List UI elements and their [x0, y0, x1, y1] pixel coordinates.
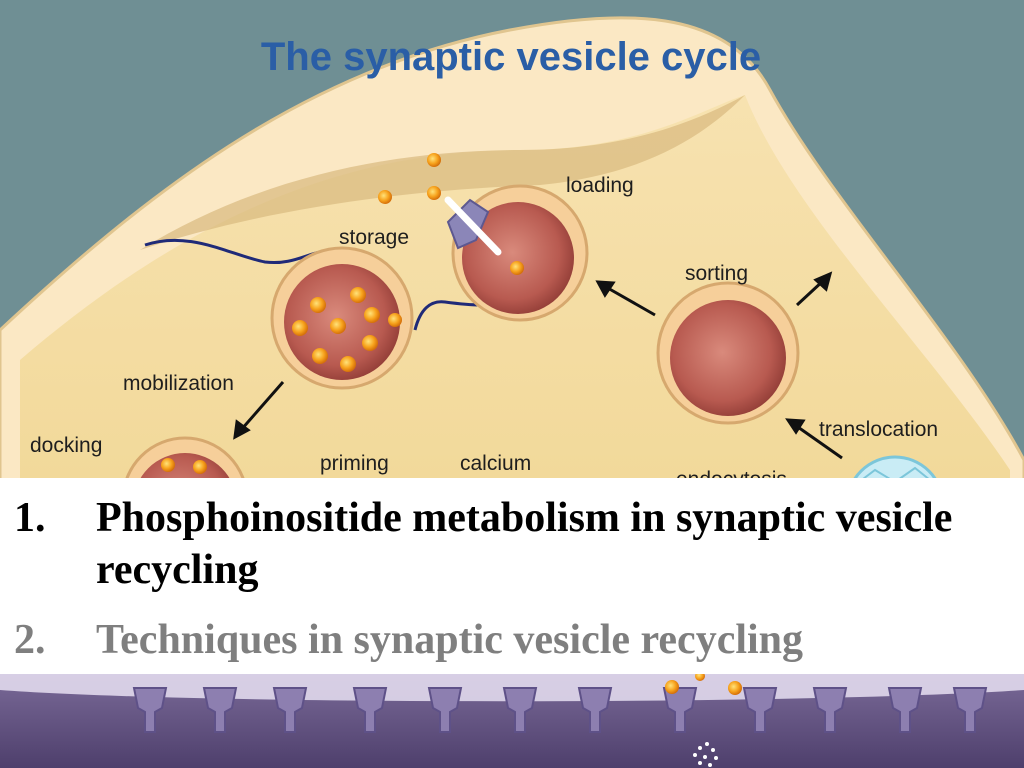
receptor	[577, 687, 613, 733]
label-mobilization: mobilization	[123, 372, 234, 395]
transmitter-dot	[312, 348, 328, 364]
outline-item-number: 1.	[14, 495, 46, 541]
outline-panel	[0, 478, 1024, 674]
transmitter-dot	[330, 318, 346, 334]
storage-vesicle	[270, 246, 414, 390]
transmitter-dot	[728, 681, 742, 695]
loading-vesicle	[444, 184, 589, 322]
transmitter-dot	[350, 287, 366, 303]
receptor	[952, 687, 988, 733]
receptor	[742, 687, 778, 733]
arrow-mobilization	[239, 381, 285, 431]
actin-strand-left	[144, 238, 321, 265]
label-loading: loading	[566, 174, 634, 197]
receptor	[502, 687, 538, 733]
transmitter-dot	[362, 335, 378, 351]
outline-item-text: Techniques in synaptic vesicle recycling	[96, 617, 804, 663]
receptor	[662, 687, 698, 733]
outline-item-text: Phosphoinositide metabolism in synaptic …	[96, 495, 953, 593]
transmitter-dot	[364, 307, 380, 323]
label-docking: docking	[30, 434, 102, 457]
receptor	[812, 687, 848, 733]
transmitter-dot	[292, 320, 308, 336]
cycle-arrows	[233, 271, 843, 460]
transmitter-dot	[427, 153, 441, 167]
arrow-sorting-to-loading	[605, 285, 656, 317]
released-transmitter-cloud	[693, 742, 718, 767]
transmitter-dot	[510, 261, 524, 275]
receptor	[202, 687, 238, 733]
postsynaptic-membrane-band	[0, 671, 1024, 768]
membrane-shadow	[140, 95, 745, 250]
transport-arrow	[444, 196, 502, 256]
transmitter-dot	[665, 680, 679, 694]
label-priming: priming	[320, 452, 389, 475]
diagram-title: The synaptic vesicle cycle	[261, 35, 761, 79]
transmitter-dot	[340, 356, 356, 372]
label-storage: storage	[339, 226, 409, 249]
receptor	[427, 687, 463, 733]
receptor	[272, 687, 308, 733]
label-calcium: calcium	[460, 452, 531, 475]
receptor-row	[132, 687, 988, 733]
transmitter-dot	[427, 186, 441, 200]
transmitter-dot	[193, 460, 207, 474]
arrow-translocation	[794, 423, 843, 460]
outline-item-number: 2.	[14, 617, 46, 663]
transmitter-dot	[388, 313, 402, 327]
actin-strand-right	[413, 300, 483, 331]
transmitter-dot	[378, 190, 392, 204]
receptor	[887, 687, 923, 733]
transmitter-dot	[310, 297, 326, 313]
receptor	[132, 687, 168, 733]
transmitter-dot	[161, 458, 175, 472]
label-translocation: translocation	[819, 418, 938, 441]
label-sorting: sorting	[685, 262, 748, 285]
receptor	[352, 687, 388, 733]
sorting-vesicle	[656, 281, 800, 425]
